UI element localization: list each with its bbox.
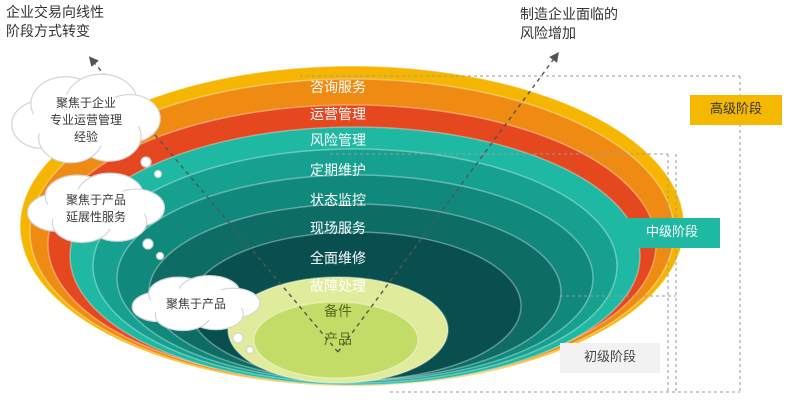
cloud-text-line: 延展性服务: [65, 210, 126, 224]
thought-cloud: [131, 274, 261, 355]
thought-cloud: [11, 73, 163, 179]
layer-ring-10: [253, 301, 419, 379]
layer-label: 全面维修: [310, 251, 366, 267]
top-right-note-line: 制造企业面临的: [520, 7, 618, 23]
layer-label: 运营管理: [310, 107, 366, 123]
cloud-text-line: 专业运营管理: [49, 112, 122, 127]
top-left-note-line: 阶段方式转变: [6, 24, 90, 40]
cloud-text-line: 经验: [73, 129, 98, 144]
stage-advanced-badge: 高级阶段: [690, 95, 782, 125]
top-right-note-line: 风险增加: [520, 26, 576, 42]
stage-basic-label: 初级阶段: [583, 350, 636, 365]
layer-label: 风险管理: [310, 133, 366, 149]
top-left-note-line: 企业交易向线性: [6, 5, 104, 21]
stage-advanced-label: 高级阶段: [709, 102, 762, 117]
layer-label: 状态监控: [310, 193, 366, 209]
stage-intermediate-label: 中级阶段: [645, 225, 698, 240]
thought-cloud: [26, 172, 166, 261]
right-arrow: [337, 52, 559, 353]
layer-label: 故障处理: [310, 279, 366, 295]
stage-intermediate-badge: 中级阶段: [624, 218, 720, 248]
cloud-text-line: 聚焦于企业: [55, 95, 116, 110]
cloud-text: 聚焦于产品延展性服务: [26, 192, 166, 226]
stage-basic-badge: 初级阶段: [560, 343, 660, 373]
top-right-note: 制造企业面临的 风险增加: [520, 6, 618, 44]
layer-label: 咨询服务: [310, 80, 366, 96]
cloud-text: 聚焦于企业专业运营管理经验: [16, 95, 156, 146]
cloud-text: 聚焦于产品: [126, 296, 266, 313]
layer-label: 备件: [324, 304, 352, 320]
cloud-text-line: 聚焦于产品: [65, 193, 126, 207]
layer-label: 产品: [324, 332, 352, 348]
cloud-text-line: 聚焦于产品: [165, 296, 226, 311]
layer-label: 现场服务: [310, 221, 366, 237]
top-left-note: 企业交易向线性 阶段方式转变: [6, 4, 104, 42]
layer-label: 定期维护: [310, 163, 366, 179]
